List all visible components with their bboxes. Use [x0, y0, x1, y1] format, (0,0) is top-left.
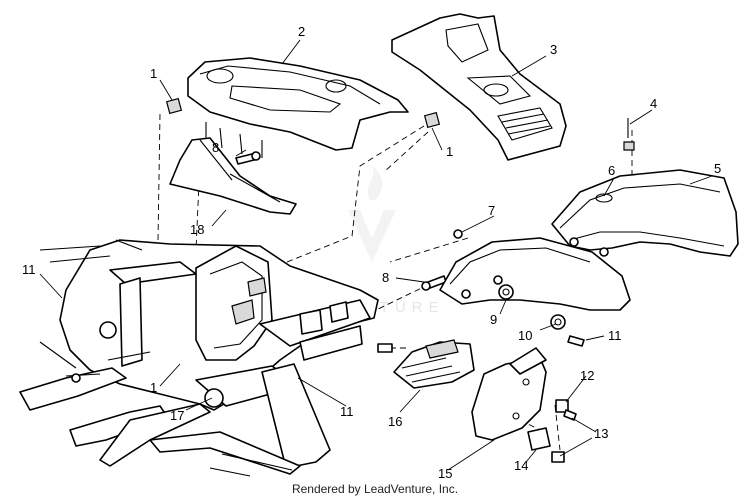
callout-8-right: 8 — [382, 270, 389, 285]
callout-15: 15 — [438, 466, 452, 481]
callout-11-right: 11 — [608, 328, 622, 343]
part-front-fender — [439, 237, 631, 311]
callout-17: 17 — [170, 408, 184, 423]
leader-lines — [39, 39, 713, 471]
right-side-hardware — [498, 284, 585, 463]
part-14-clip — [527, 427, 551, 451]
callout-18: 18 — [190, 222, 204, 237]
callout-3: 3 — [550, 42, 557, 57]
callout-9: 9 — [490, 312, 497, 327]
callout-6: 6 — [608, 163, 615, 178]
callout-13: 13 — [594, 426, 608, 441]
callout-2: 2 — [298, 24, 305, 39]
frame-assembly — [19, 239, 379, 477]
callout-12: 12 — [580, 368, 594, 383]
callout-8-top: 8 — [212, 140, 219, 155]
watermark-logo — [348, 166, 396, 262]
callout-1-left: 1 — [150, 66, 157, 81]
part-2-front-hood — [187, 57, 409, 158]
part-15-plate — [471, 347, 547, 441]
part-18-panel — [169, 137, 297, 215]
callout-4: 4 — [650, 96, 657, 111]
callout-10: 10 — [518, 328, 532, 343]
render-credit: Rendered by LeadVenture, Inc. — [291, 482, 459, 496]
part-16-step — [393, 339, 475, 389]
part-3-console — [391, 13, 567, 161]
callout-1-lower: 1 — [150, 380, 157, 395]
callout-16: 16 — [388, 414, 402, 429]
callout-1-middle: 1 — [446, 144, 453, 159]
callout-7: 7 — [488, 203, 495, 218]
callout-5: 5 — [714, 161, 721, 176]
callout-labels: 1 2 3 4 5 6 7 8 8 1 1 9 10 11 11 11 12 1… — [22, 24, 721, 481]
callout-14: 14 — [514, 458, 528, 473]
callout-11-left: 11 — [22, 262, 36, 277]
fasteners — [165, 97, 635, 353]
part-5-rear-fender — [551, 169, 739, 257]
callout-11-middle: 11 — [340, 404, 354, 419]
